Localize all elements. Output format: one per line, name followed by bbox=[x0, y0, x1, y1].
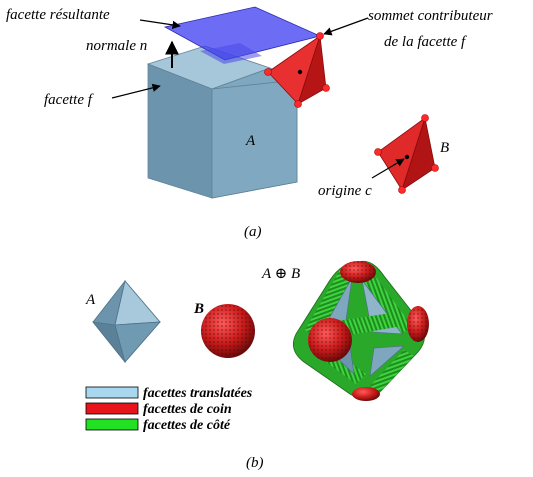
panel-b: A B A ⊕ B facettes translatées facettes … bbox=[85, 260, 429, 471]
label-contrib-line2: de la facette f bbox=[384, 34, 467, 50]
label-b-b: B bbox=[193, 301, 204, 317]
cube-a bbox=[146, 45, 298, 199]
contributing-tetrahedron bbox=[264, 32, 330, 108]
legend-swatch-corner bbox=[85, 402, 139, 415]
label-normal: normale n bbox=[86, 38, 147, 54]
label-facet-f: facette f bbox=[44, 92, 94, 108]
cube-a-right-face bbox=[211, 79, 298, 199]
caption-b: (b) bbox=[246, 455, 264, 471]
legend-swatch-edge bbox=[85, 418, 139, 431]
minkowski-sum-shape bbox=[292, 260, 429, 401]
caption-a: (a) bbox=[244, 224, 262, 240]
sphere-b bbox=[201, 304, 255, 358]
leader-resulting-facet bbox=[139, 19, 181, 30]
label-contrib-line1: sommet contributeur bbox=[368, 8, 493, 24]
legend-swatch-translated bbox=[85, 386, 139, 399]
label-sum: A ⊕ B bbox=[261, 266, 300, 282]
label-resulting-facet: facette résultante bbox=[6, 7, 110, 23]
octahedron-a bbox=[92, 279, 161, 364]
translated-facet-4 bbox=[369, 345, 406, 377]
facet-f-highlight bbox=[200, 43, 262, 64]
legend-label-corner: facettes de coin bbox=[143, 402, 232, 417]
legend: facettes translatées facettes de coin fa… bbox=[85, 386, 253, 433]
leader-contrib-vertex bbox=[323, 17, 369, 36]
label-origin: origine c bbox=[318, 183, 372, 199]
legend-label-translated: facettes translatées bbox=[143, 386, 253, 401]
legend-label-edge: facettes de côté bbox=[143, 418, 231, 433]
tetrahedron-b bbox=[374, 114, 439, 194]
leader-origin bbox=[371, 158, 405, 179]
panel-a: facette résultante normale n facette f A… bbox=[6, 6, 493, 240]
label-solid-b: B bbox=[440, 140, 449, 156]
label-solid-a: A bbox=[245, 133, 256, 149]
corner-cap-bottom bbox=[352, 387, 380, 401]
label-b-a: A bbox=[85, 292, 96, 308]
leader-facet-f bbox=[111, 83, 161, 99]
